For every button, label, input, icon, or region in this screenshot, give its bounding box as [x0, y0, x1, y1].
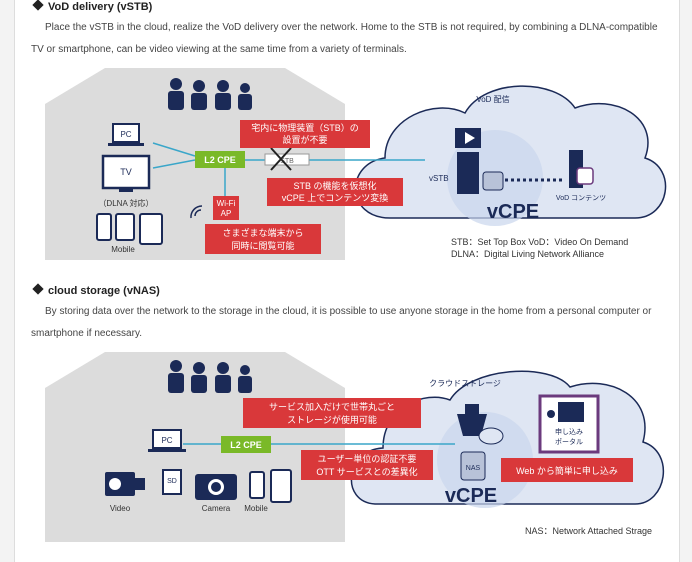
svg-text:クラウドストレージ: クラウドストレージ [429, 379, 501, 388]
callout-no-auth [301, 450, 433, 480]
svg-text:ユーザー単位の認証不要: ユーザー単位の認証不要 [318, 453, 417, 464]
svg-text:AP: AP [221, 209, 232, 218]
svg-text:vCPE 上でコンテンツ変換: vCPE 上でコンテンツ変換 [282, 192, 389, 203]
svg-text:OTT サービスとの差異化: OTT サービスとの差異化 [316, 466, 417, 477]
svg-text:サービス加入だけで世帯丸ごと: サービス加入だけで世帯丸ごと [269, 401, 395, 412]
callout-web-signup [501, 458, 633, 482]
storage-diagram: PC L2 CPE SD Video Camera Mobile サービス加入だ… [45, 352, 665, 542]
callout-no-stb [240, 120, 370, 148]
svg-text:申し込み: 申し込み [555, 427, 583, 436]
page: VoD delivery (vSTB) Place the vSTB in th… [14, 0, 680, 562]
svg-text:STB の機能を仮想化: STB の機能を仮想化 [293, 180, 376, 191]
svg-text:NAS: NAS [466, 465, 481, 472]
svg-text:宅内に物理装置（STB）の: 宅内に物理装置（STB）の [251, 122, 359, 133]
svg-text:PC: PC [161, 436, 172, 445]
svg-text:SD: SD [167, 478, 177, 485]
svg-text:vCPE: vCPE [445, 485, 497, 507]
diamond-bullet-icon [32, 0, 44, 11]
section-text-vod: Place the vSTB in the cloud, realize the… [31, 22, 658, 55]
svg-text:さまざまな端末から: さまざまな端末から [222, 227, 303, 238]
wifi-signal-icon [190, 205, 203, 219]
nas-icon [460, 451, 486, 481]
diamond-bullet-icon [32, 283, 44, 295]
svg-text:Video: Video [110, 504, 131, 513]
svg-text:vCPE: vCPE [487, 201, 539, 223]
svg-text:（DLNA 対応）: （DLNA 対応） [98, 198, 153, 208]
svg-text:Camera: Camera [202, 504, 231, 513]
section-heading-vod: VoD delivery (vSTB) [31, 0, 152, 13]
svg-text:Web から簡単に申し込み: Web から簡単に申し込み [516, 465, 618, 476]
pc-icon [152, 429, 182, 449]
callout-virtual-stb [267, 178, 403, 206]
vod-diagram: PC TV （DLNA 対応） Mobile L2 CPE STB Wi-Fi … [45, 68, 667, 260]
svg-text:PC: PC [120, 130, 131, 139]
callout-multi-device [205, 224, 321, 254]
svg-text:ポータル: ポータル [555, 437, 583, 446]
svg-text:vSTB: vSTB [429, 174, 449, 183]
svg-text:VoD コンテンツ: VoD コンテンツ [556, 194, 606, 202]
cross-icon [270, 147, 292, 171]
wifi-ap-box [213, 196, 239, 220]
svg-text:設置が不要: 設置が不要 [282, 134, 327, 145]
family-icon [168, 78, 252, 110]
tv-icon [101, 154, 151, 190]
pc-icon [112, 123, 140, 143]
family-icon [168, 360, 252, 393]
abbrev-note-storage: NAS：Network Attached Strage [525, 526, 653, 536]
svg-text:Wi-Fi: Wi-Fi [217, 199, 236, 208]
mobile-icons [96, 213, 163, 245]
section-heading-storage: cloud storage (vNAS) [31, 283, 160, 297]
server-icon [457, 152, 479, 194]
svg-text:L2 CPE: L2 CPE [230, 440, 262, 450]
abbrev-note-vod: STB：Set Top Box VoD：Video On Demand DLNA… [451, 237, 629, 259]
svg-text:Mobile: Mobile [244, 504, 268, 513]
sd-card-icon [162, 469, 182, 495]
svg-text:VoD 配信: VoD 配信 [476, 94, 509, 104]
portal-box [538, 394, 600, 454]
section-text-storage: By storing data over the network to the … [31, 306, 652, 339]
callout-household-storage [243, 398, 421, 428]
svg-text:ストレージが使用可能: ストレージが使用可能 [287, 414, 377, 425]
svg-text:L2 CPE: L2 CPE [204, 155, 236, 165]
svg-text:Mobile: Mobile [111, 245, 135, 254]
svg-text:STB: STB [280, 158, 294, 165]
l2-cpe-box [195, 151, 245, 168]
portal-monitor-icon [558, 402, 584, 422]
svg-text:TV: TV [120, 167, 132, 177]
svg-text:同時に閲覧可能: 同時に閲覧可能 [231, 240, 294, 251]
mobile-icons [249, 469, 292, 503]
l2-cpe-box [221, 436, 271, 453]
